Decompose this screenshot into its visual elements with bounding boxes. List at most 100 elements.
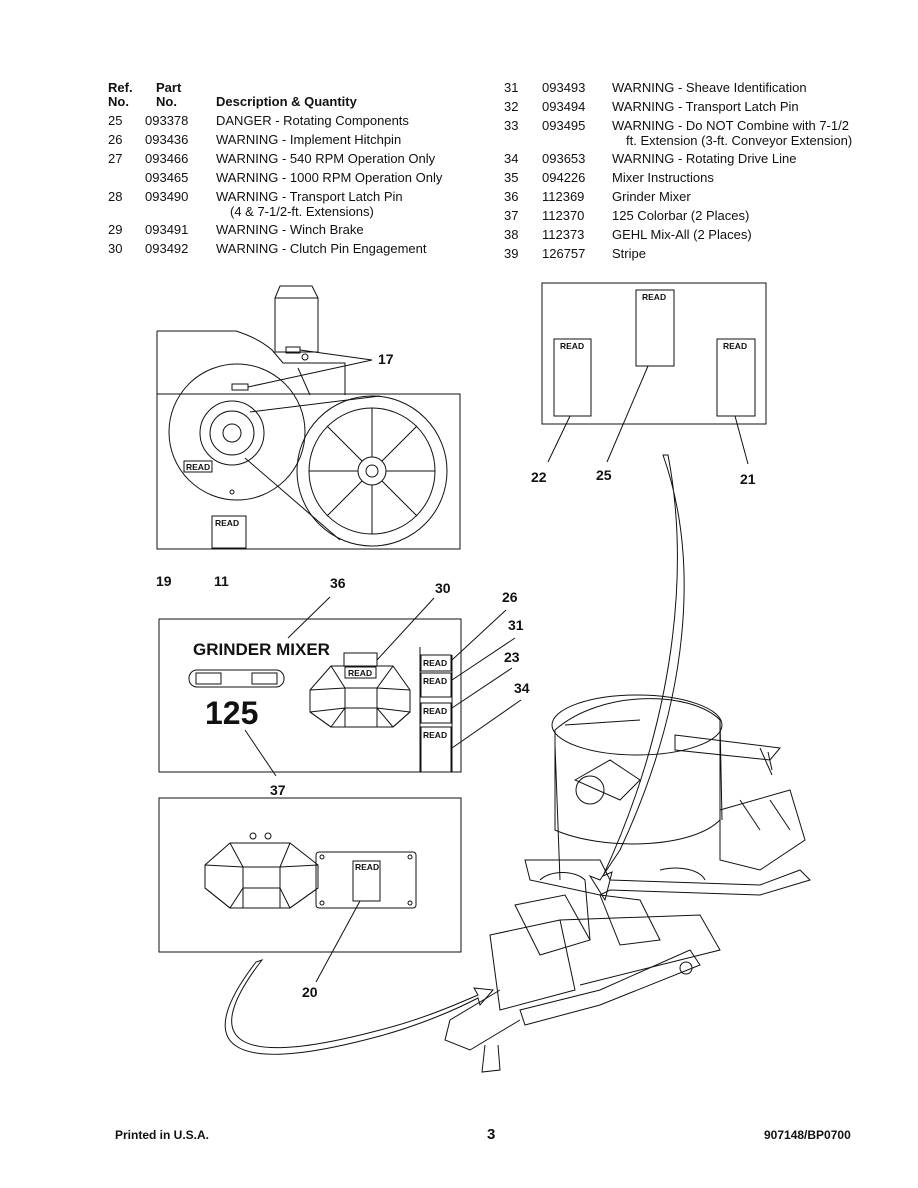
decal-19 (183, 460, 213, 473)
callout-20: 20 (302, 984, 318, 1000)
decal-22-text: READ (560, 341, 584, 351)
callout-21: 21 (740, 471, 756, 487)
cell-desc: WARNING - Transport Latch Pin (612, 99, 799, 114)
location-arrows (224, 454, 685, 1055)
footer-docnum: 907148/BP0700 (764, 1128, 851, 1142)
cell-ref: 26 (108, 132, 123, 147)
cell-desc-block: WARNING - 540 RPM Operation Only (216, 151, 435, 166)
cell-desc: DANGER - Rotating Components (216, 113, 409, 128)
decal-23-text: READ (423, 706, 447, 716)
callout-31: 31 (508, 617, 524, 633)
cell-part: 094226 (542, 170, 586, 185)
cell-desc-block: DANGER - Rotating Components (216, 113, 409, 128)
footer-printed: Printed in U.S.A. (115, 1128, 210, 1142)
cell-desc-block: WARNING - Rotating Drive Line (612, 151, 796, 166)
cell-part: 093492 (145, 241, 189, 256)
cell-part: 126757 (542, 246, 586, 261)
decal-26 (420, 654, 452, 672)
callout-30: 30 (435, 580, 451, 596)
decal-11-text: READ (215, 518, 239, 528)
cell-ref: 38 (504, 227, 519, 242)
cell-part: 093465 (145, 170, 189, 185)
cell-desc-continued: (4 & 7-1/2-ft. Extensions) (230, 204, 374, 219)
cell-part: 112369 (542, 189, 585, 204)
callout-11: 11 (214, 573, 229, 589)
decal-31-text: READ (423, 676, 447, 686)
cell-part: 093490 (145, 189, 189, 204)
cell-desc: WARNING - 1000 RPM Operation Only (216, 170, 443, 185)
cell-desc-continued: ft. Extension (3-ft. Conveyor Extension) (626, 133, 853, 148)
cell-desc: 125 Colorbar (2 Places) (612, 208, 750, 223)
drive-housing-view: READ READ (156, 285, 461, 550)
callout-22: 22 (531, 469, 547, 485)
cell-desc-block: Mixer Instructions (612, 170, 714, 185)
decal-21-text: READ (723, 341, 747, 351)
cell-part: 093494 (542, 99, 586, 114)
decal-19-text: READ (186, 462, 210, 472)
cell-desc: Grinder Mixer (612, 189, 691, 204)
cell-ref: 25 (108, 113, 123, 128)
cell-ref: 27 (108, 151, 123, 166)
cell-desc: GEHL Mix-All (2 Places) (612, 227, 752, 242)
callout-26: 26 (502, 589, 518, 605)
cell-desc-block: WARNING - Transport Latch Pin(4 & 7-1/2-… (216, 189, 403, 219)
header-ref-line1: Ref. (108, 80, 133, 95)
callout-36: 36 (330, 575, 346, 591)
cell-desc-block: WARNING - Implement Hitchpin (216, 132, 401, 147)
callout-17: 17 (378, 351, 394, 367)
cell-desc: WARNING - Clutch Pin Engagement (216, 241, 427, 256)
decal-34-text: READ (423, 730, 447, 740)
cell-ref: 33 (504, 118, 519, 133)
decal-34 (420, 726, 452, 773)
cell-desc-block: GEHL Mix-All (2 Places) (612, 227, 752, 242)
callout-34: 34 (514, 680, 530, 696)
instruction-decal-panel: READ READ READ (541, 282, 767, 465)
callout-25: 25 (596, 467, 612, 483)
decal-25 (635, 289, 675, 367)
header-ref-line2: No. (108, 94, 129, 109)
panel-title: GRINDER MIXER (193, 640, 330, 659)
panel-model: 125 (205, 695, 258, 731)
cell-part: 112373 (542, 227, 585, 242)
callout-labels: 17 22 25 21 19 11 36 30 26 31 23 34 37 2… (156, 351, 756, 1000)
decal-30 (344, 666, 377, 679)
decal-31 (420, 672, 452, 698)
cell-ref: 36 (504, 189, 519, 204)
cell-ref: 30 (108, 241, 123, 256)
parts-table-left: Ref. Part No. No. Description & Quantity… (108, 80, 488, 270)
cell-ref: 34 (504, 151, 519, 166)
cell-part: 112370 (542, 208, 585, 223)
cell-desc: WARNING - Sheave Identification (612, 80, 807, 95)
cell-desc: WARNING - Rotating Drive Line (612, 151, 797, 166)
cell-ref: 37 (504, 208, 519, 223)
cell-ref: 29 (108, 222, 123, 237)
cell-desc-block: WARNING - Winch Brake (216, 222, 364, 237)
lower-side-panel: READ (158, 797, 462, 983)
decal-20 (352, 860, 381, 902)
grinder-mixer-side-panel: GRINDER MIXER 125 READ READ READ READ RE… (158, 596, 522, 777)
header-part-line1: Part (156, 80, 182, 95)
cell-part: 093491 (145, 222, 189, 237)
cell-ref: 31 (504, 80, 519, 95)
cell-desc-block: WARNING - Clutch Pin Engagement (216, 241, 426, 256)
page-number: 3 (487, 1126, 496, 1143)
cell-desc: WARNING - Do NOT Combine with 7-1/2 (612, 118, 849, 133)
decal-11 (211, 515, 247, 549)
cell-ref: 28 (108, 189, 123, 204)
decal-21 (716, 338, 756, 417)
parts-table-right: 31 093493 WARNING - Sheave Identification 3… (504, 80, 904, 270)
cell-part: 093495 (542, 118, 586, 133)
cell-part: 093653 (542, 151, 586, 166)
cell-desc: WARNING - Implement Hitchpin (216, 132, 402, 147)
decal-22 (553, 338, 592, 417)
cell-desc: WARNING - 540 RPM Operation Only (216, 151, 436, 166)
cell-desc-block: WARNING - 1000 RPM Operation Only (216, 170, 442, 185)
cell-ref: 35 (504, 170, 519, 185)
cell-part: 093436 (145, 132, 189, 147)
cell-part: 093466 (145, 151, 189, 166)
callout-23: 23 (504, 649, 520, 665)
cell-part: 093493 (542, 80, 586, 95)
cell-part: 093378 (145, 113, 189, 128)
